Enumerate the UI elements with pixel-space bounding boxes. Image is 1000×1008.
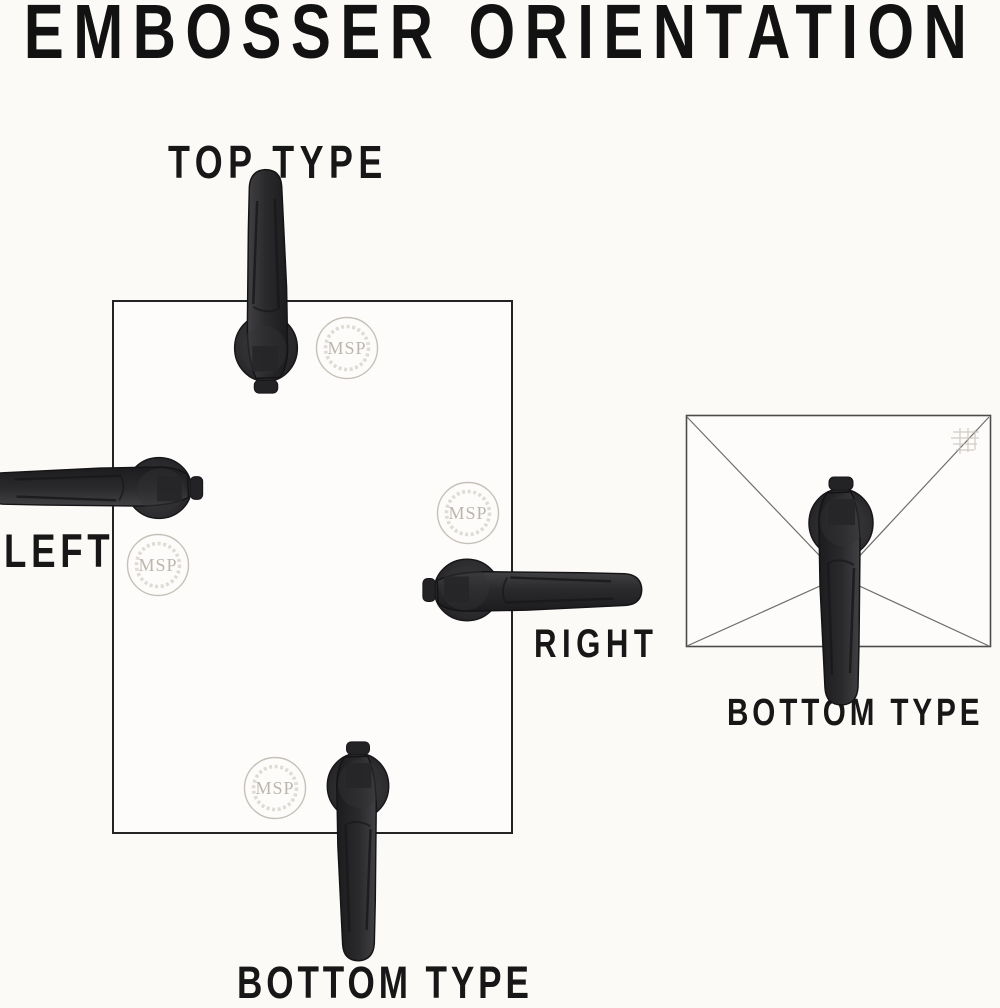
label-bottom-type: BOTTOM TYPE <box>237 956 533 1008</box>
embosser-bottom <box>326 740 390 962</box>
seal-right: MSP <box>435 480 501 546</box>
page-title: EMBOSSER ORIENTATION <box>23 0 977 75</box>
seal-monogram: MSP <box>448 503 487 523</box>
seal-monogram: MSP <box>255 778 294 798</box>
label-left: LEFT <box>4 523 115 577</box>
embosser-left <box>0 456 204 520</box>
seal-left: MSP <box>125 532 191 598</box>
seal-monogram: MSP <box>138 555 177 575</box>
seal-top: MSP <box>314 315 380 381</box>
label-right: RIGHT <box>534 622 659 666</box>
embosser-top <box>233 168 299 395</box>
seal-bottom: MSP <box>242 755 308 821</box>
seal-monogram: MSP <box>327 338 366 358</box>
embosser-right <box>421 558 643 622</box>
envelope-hatch-mark <box>951 428 979 454</box>
